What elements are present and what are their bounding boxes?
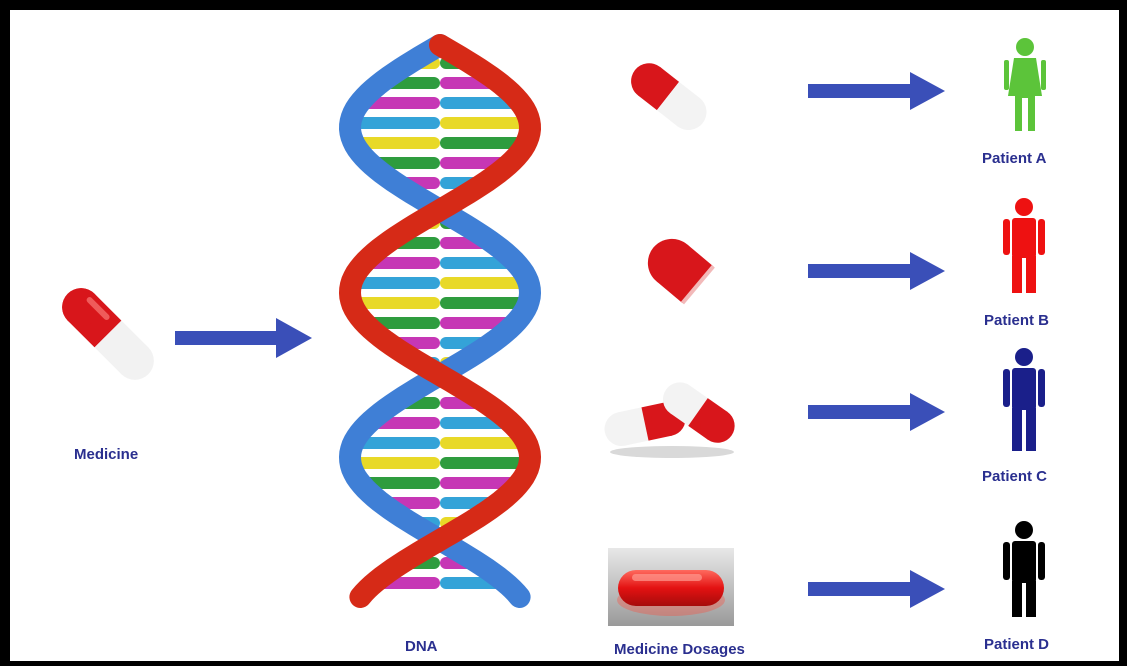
medicine-capsule-icon (54, 280, 161, 387)
patient-d-label: Patient D (984, 636, 1049, 653)
patient-b-label: Patient B (984, 312, 1049, 329)
base-pair-segment (440, 117, 530, 129)
dna-helix-icon (350, 45, 530, 597)
female-figure-icon (1004, 38, 1046, 131)
male-figure-icon (1003, 521, 1045, 617)
base-pair-segment (350, 117, 440, 129)
half-capsule-icon (638, 229, 715, 304)
male-figure-icon (1003, 348, 1045, 451)
medicine-label: Medicine (74, 446, 138, 463)
base-pair-segment (350, 457, 440, 469)
tablet-icon (608, 548, 734, 626)
patient-a-label: Patient A (982, 150, 1046, 167)
arrow-icon (808, 570, 945, 608)
patient-c-label: Patient C (982, 468, 1047, 485)
capsule-pair-icon (601, 376, 741, 458)
dosages-label: Medicine Dosages (614, 641, 745, 658)
male-figure-icon (1003, 198, 1045, 293)
arrow-icon (175, 318, 312, 358)
arrow-icon (808, 252, 945, 290)
base-pair-segment (440, 457, 530, 469)
dna-label: DNA (405, 638, 438, 655)
capsule-icon (624, 56, 714, 137)
arrow-icon (808, 72, 945, 110)
arrow-icon (808, 393, 945, 431)
